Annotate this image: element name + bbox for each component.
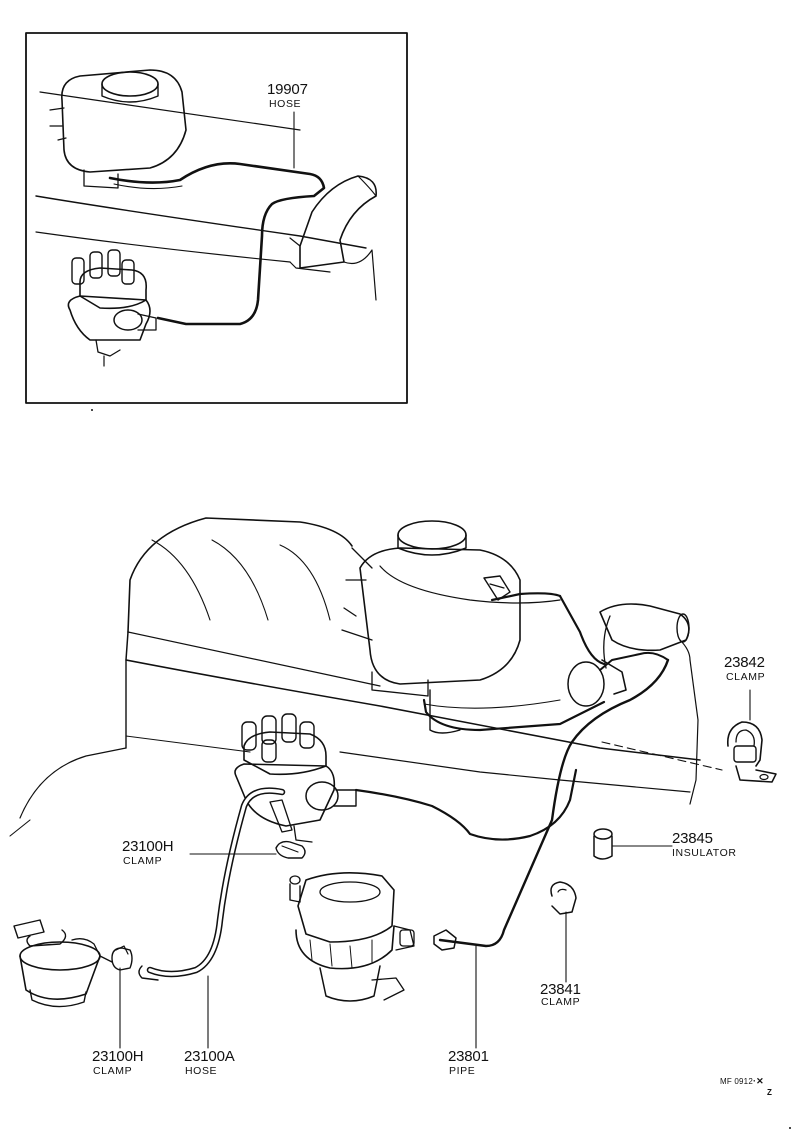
figure-code-mark: ·✕ xyxy=(752,1076,764,1086)
main-distributor xyxy=(235,714,356,842)
vacuum-hose-line xyxy=(356,770,576,840)
clamp-23100h-top-part xyxy=(276,842,305,858)
inset-view xyxy=(26,33,407,403)
part-number-23100a: 23100A xyxy=(184,1048,235,1065)
part-desc-23842: CLAMP xyxy=(726,671,766,683)
part-desc-23100h-bottom: CLAMP xyxy=(93,1065,133,1077)
hose-19907-line xyxy=(110,163,324,324)
figure-code-text: MF 0912 xyxy=(720,1077,753,1086)
inset-engine xyxy=(36,70,376,300)
inset-frame xyxy=(26,33,407,403)
part-number-19907: 19907 xyxy=(267,81,308,98)
main-engine xyxy=(10,518,700,836)
pipe-23801-line xyxy=(440,660,668,946)
part-number-23100h-top: 23100H xyxy=(122,838,174,855)
part-desc-23841: CLAMP xyxy=(541,996,581,1008)
part-number-23842: 23842 xyxy=(724,654,765,671)
part-desc-23845: INSULATOR xyxy=(672,847,737,859)
part-desc-23100h-top: CLAMP xyxy=(123,855,163,867)
part-desc-19907: HOSE xyxy=(269,98,302,110)
pipe-fitting xyxy=(434,930,456,950)
main-view xyxy=(10,518,776,1048)
part-number-23841: 23841 xyxy=(540,981,581,998)
clamp-23100h-bottom-part xyxy=(112,946,132,970)
figure-code: MF 0912·✕ xyxy=(720,1076,764,1087)
fuel-filter xyxy=(14,920,112,1007)
fuel-pump xyxy=(290,873,414,1001)
clamp-23842-part xyxy=(602,722,776,782)
main-carburetor xyxy=(342,521,520,733)
main-air-intake xyxy=(568,604,689,706)
part-desc-23801: PIPE xyxy=(449,1065,476,1077)
part-number-23100h-bottom: 23100H xyxy=(92,1048,144,1065)
insulator-23845-part xyxy=(594,829,612,859)
figure-code-suffix: Z xyxy=(767,1088,773,1097)
inset-distributor xyxy=(68,250,156,366)
clamp-23841-part xyxy=(551,882,576,914)
part-number-23845: 23845 xyxy=(672,830,713,847)
part-desc-23100a: HOSE xyxy=(185,1065,218,1077)
part-number-23801: 23801 xyxy=(448,1048,489,1065)
